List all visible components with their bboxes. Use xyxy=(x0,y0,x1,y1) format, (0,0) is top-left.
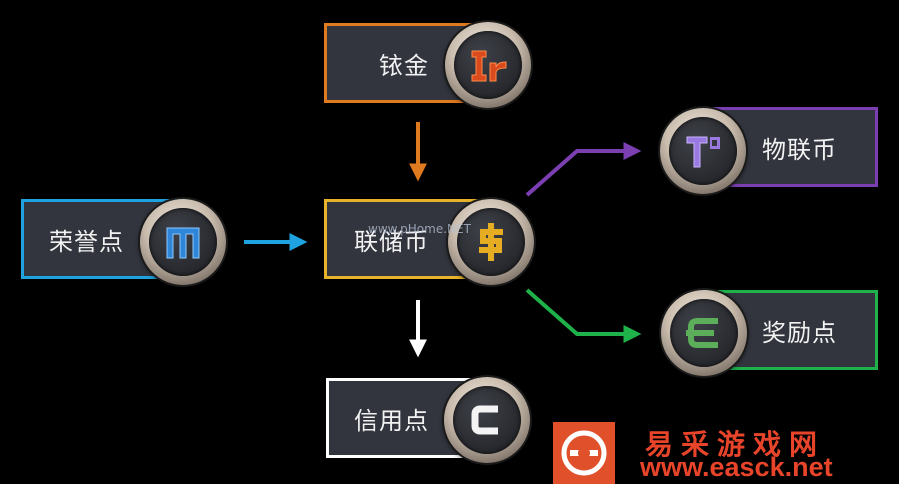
arrow-union-to-iot xyxy=(525,142,642,197)
iridium-label: 铱金 xyxy=(379,51,429,80)
dollar-coin-icon xyxy=(448,199,534,285)
brand-name: 易采游戏网 xyxy=(645,428,826,461)
union-currency-label: 联储币 xyxy=(354,227,429,256)
credit-label: 信用点 xyxy=(354,406,429,435)
brand-url: www.easck.net xyxy=(640,452,833,482)
arrow-union-to-reward xyxy=(525,288,642,343)
reward-label: 奖励点 xyxy=(762,318,837,347)
brand-logo xyxy=(553,422,615,484)
iot-currency-label: 物联币 xyxy=(762,135,837,164)
euro-coin-icon xyxy=(661,290,747,376)
credit-c-coin-icon xyxy=(444,377,530,463)
watermark-text: www.pHome.NET xyxy=(368,222,471,236)
honor-label: 荣誉点 xyxy=(49,227,124,256)
iridium-ir-coin-icon xyxy=(445,22,531,108)
iot-t-coin-icon xyxy=(660,108,746,194)
honor-m-coin-icon xyxy=(140,199,226,285)
